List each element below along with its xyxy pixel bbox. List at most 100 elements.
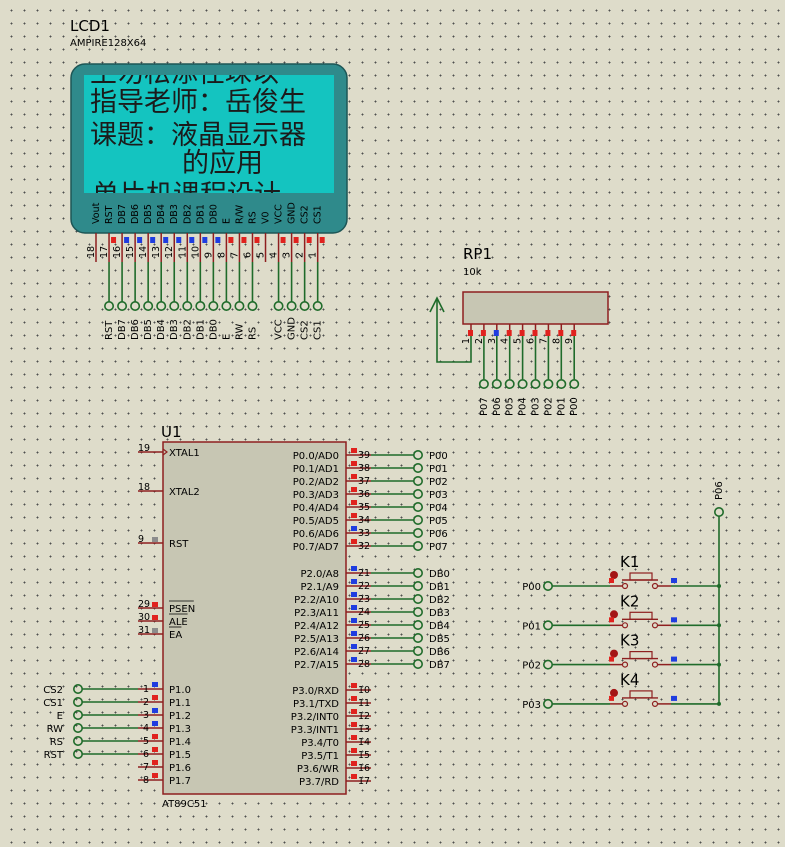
rp1-net-terminal xyxy=(556,378,567,389)
mcu-body xyxy=(162,441,347,795)
rp1-net-label: P06 xyxy=(492,397,503,416)
mcu-net-terminal xyxy=(412,488,423,499)
pin-state-marker xyxy=(152,615,158,620)
rp1-pin-number: 1 xyxy=(461,338,472,344)
pin-state-marker xyxy=(351,748,357,753)
mcu-pin-number: 24 xyxy=(358,607,370,618)
mcu-pin-name: P1.7 xyxy=(169,776,191,787)
key-contact xyxy=(621,582,629,590)
pin-state-marker xyxy=(571,330,577,336)
mcu-net-label: RST xyxy=(44,750,64,761)
key-cap xyxy=(629,611,653,620)
mcu-pin-number: 34 xyxy=(358,515,370,526)
rp1-pin-number: 5 xyxy=(513,338,524,344)
pin-state-marker xyxy=(351,592,357,597)
mcu-pin-name: ALE xyxy=(169,617,188,628)
pin-state-marker xyxy=(351,513,357,518)
mcu-pin-number: 8 xyxy=(143,775,149,786)
mcu-pin-name: P3.0/RXD xyxy=(292,686,339,697)
lcd-pin-number: 1 xyxy=(308,252,319,258)
key-state-indicator xyxy=(610,688,618,697)
lcd-pin-name: DB4 xyxy=(156,204,167,224)
key-contact xyxy=(621,661,629,668)
pin-state-marker xyxy=(351,605,357,610)
lcd-pin-name: VCC xyxy=(274,204,285,224)
mcu-pin-name: P1.5 xyxy=(169,750,191,761)
mcu-pin-name: XTAL1 xyxy=(169,448,200,459)
power-arrow-icon xyxy=(429,296,445,313)
mcu-pin-name: P0.6/AD6 xyxy=(293,529,339,540)
key-ref-label: K4 xyxy=(620,671,639,689)
pin-state-marker xyxy=(351,696,357,701)
mcu-pin-number: 13 xyxy=(358,724,370,735)
mcu-net-terminal xyxy=(412,567,423,578)
junction-dot xyxy=(717,623,721,628)
mcu-net-label: P01 xyxy=(429,464,448,475)
mcu-net-label: DB5 xyxy=(429,634,450,645)
lcd-component[interactable]: LCD1 AMPIRE128X64 王勿松添任琛以 指导老师：岳俊生 课题：液晶… xyxy=(70,17,348,340)
key-cap xyxy=(629,650,653,660)
mcu-pin-name: P1.0 xyxy=(169,685,191,696)
pin-state-marker xyxy=(671,578,677,583)
lcd-pin-number: 4 xyxy=(269,252,280,258)
lcd-pin-number: 2 xyxy=(295,252,306,258)
mcu-net-terminal xyxy=(412,619,423,630)
lcd-pin-name: CS2 xyxy=(300,205,311,224)
mcu-pin-name: P2.7/A15 xyxy=(294,660,339,671)
mcu-pin-number: 18 xyxy=(138,482,150,493)
lcd-pin-number: 17 xyxy=(99,246,110,258)
pin-state-marker xyxy=(671,656,677,662)
mcu-net-terminal xyxy=(412,462,423,473)
mcu-pin-number: 15 xyxy=(358,750,370,761)
mcu-net-terminal xyxy=(412,606,423,617)
mcu-net-terminal xyxy=(73,696,84,707)
pin-state-marker xyxy=(254,237,260,243)
mcu-net-terminal xyxy=(73,683,84,694)
mcu-net-terminal xyxy=(412,475,423,486)
mcu-pin-number: 1 xyxy=(143,684,149,695)
rp1-net-terminal xyxy=(491,378,502,389)
rp1-net-label: P02 xyxy=(543,397,554,416)
pin-state-marker xyxy=(351,461,357,466)
mcu-pin-number: 5 xyxy=(143,736,149,747)
mcu-net-terminal xyxy=(412,540,423,551)
mcu-pin-name: P3.7/RD xyxy=(299,777,339,788)
key-net-label: P01 xyxy=(522,621,541,632)
mcu-net-label: CS1 xyxy=(43,698,63,709)
mcu-net-terminal xyxy=(412,449,423,460)
pin-state-marker xyxy=(609,578,614,583)
mcu-pin-name: P0.5/AD5 xyxy=(293,516,339,527)
mcu-net-label: P05 xyxy=(429,516,448,527)
mcu-pin-number: 17 xyxy=(358,776,370,787)
pin-state-marker xyxy=(468,330,473,336)
lcd-net-label: RST xyxy=(104,320,115,340)
mcu-net-label: RS xyxy=(50,737,63,748)
junction-dot xyxy=(717,662,721,667)
rp1-ref-label: RP1 xyxy=(463,245,492,263)
mcu-pin-number: 14 xyxy=(358,737,370,748)
mcu-net-terminal xyxy=(412,514,423,525)
mcu-pin-number: 6 xyxy=(143,749,149,760)
pin-state-marker xyxy=(124,237,130,243)
key-ref-label: K1 xyxy=(620,553,639,571)
mcu-pin-number: 39 xyxy=(358,450,370,461)
rp1-value-label: 10k xyxy=(463,267,482,278)
key-common-terminal xyxy=(713,506,724,517)
lcd-pin-number: 6 xyxy=(242,252,253,258)
pin-state-marker xyxy=(319,237,325,243)
pin-state-marker xyxy=(306,237,312,243)
mcu-pin-name: P0.2/AD2 xyxy=(293,477,339,488)
key-net-label: P02 xyxy=(522,661,541,672)
key-common-net-label: P06 xyxy=(714,481,725,500)
lcd-net-terminal xyxy=(156,300,167,311)
mcu-net-terminal xyxy=(412,501,423,512)
key-contact xyxy=(621,700,629,708)
lcd-net-label: CS1 xyxy=(313,320,324,340)
pin-state-marker xyxy=(163,237,169,243)
rp1-net-label: P01 xyxy=(556,397,567,416)
mcu-pin-name: P3.2/INT0 xyxy=(291,712,339,723)
